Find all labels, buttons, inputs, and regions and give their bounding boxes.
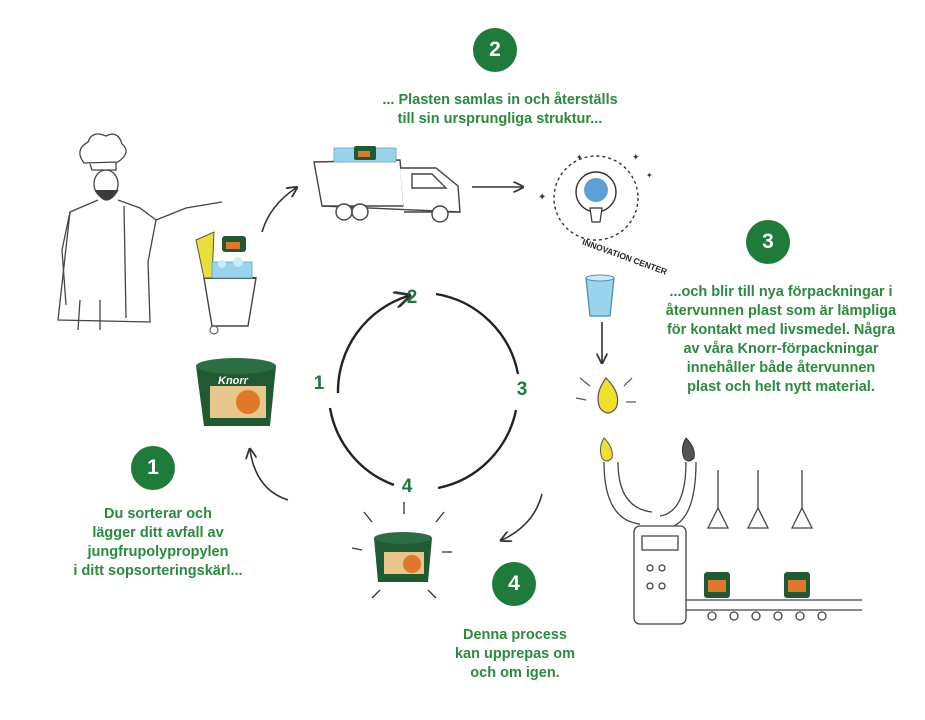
svg-text:✦: ✦: [632, 152, 640, 162]
step-3-line-6: plast och helt nytt material.: [687, 379, 875, 395]
garbage-truck-icon: [313, 146, 461, 223]
cycle-circle: [328, 294, 520, 490]
step-4-line-3: och om igen.: [470, 665, 560, 681]
step-2-badge: 2: [473, 28, 517, 72]
step-3-badge: 3: [746, 220, 790, 264]
step-4-caption: Denna process kan upprepas om och om ige…: [430, 626, 600, 683]
step-3-line-2: återvunnen plast som är lämpliga: [665, 303, 897, 319]
step-1-badge: 1: [131, 446, 175, 490]
step-2-line-2: till sin ursprungliga struktur...: [397, 111, 603, 127]
svg-text:✦: ✦: [576, 153, 583, 162]
recycling-bin-icon: [195, 231, 257, 335]
step-3-line-1: ...och blir till nya förpackningar i: [669, 284, 893, 300]
knorr-logo-text: Knorr: [218, 375, 249, 387]
step-4-line-2: kan upprepas om: [454, 646, 576, 662]
factory-machine-icon: [603, 461, 862, 625]
cycle-label-2: 2: [406, 287, 418, 308]
svg-text:✦: ✦: [538, 192, 546, 203]
innovation-center-logo: INNOVATION CENTER ✦ ✦ ✦ ✦: [538, 152, 668, 277]
step-1-line-3: jungfrupolypropylen: [87, 544, 229, 560]
step-1-line-1: Du sorterar och: [104, 506, 212, 522]
svg-text:✦: ✦: [646, 171, 653, 180]
step-1-line-4: i ditt sopsorteringskärl...: [73, 563, 243, 579]
step-4-badge: 4: [492, 562, 536, 606]
step-2-caption: ... Plasten samlas in och återställs til…: [340, 91, 660, 129]
step-3-caption: ...och blir till nya förpackningar i åte…: [636, 283, 925, 397]
cycle-label-4: 4: [401, 476, 413, 497]
step-2-line-1: ... Plasten samlas in och återställs: [382, 92, 618, 108]
plastic-cup-icon: [585, 274, 615, 317]
cycle-label-3: 3: [516, 379, 528, 400]
step-3-line-3: för kontakt med livsmedel. Några: [666, 322, 896, 338]
flow-arrows: [250, 187, 602, 540]
step-1-line-2: lägger ditt avfall av: [92, 525, 224, 541]
step-1-caption: Du sorterar och lägger ditt avfall av ju…: [53, 505, 263, 581]
knorr-bucket-icon: Knorr: [196, 358, 276, 426]
lightbulb-icon: [575, 377, 695, 462]
knorr-bucket-small-icon: [351, 502, 452, 599]
chef-icon: [57, 133, 223, 331]
step-3-line-5: innehåller både återvunnen: [686, 360, 876, 376]
step-4-line-1: Denna process: [463, 627, 567, 643]
innovation-center-text: INNOVATION CENTER: [581, 237, 668, 277]
cycle-label-1: 1: [313, 373, 325, 394]
step-3-line-4: av våra Knorr-förpackningar: [683, 341, 879, 357]
